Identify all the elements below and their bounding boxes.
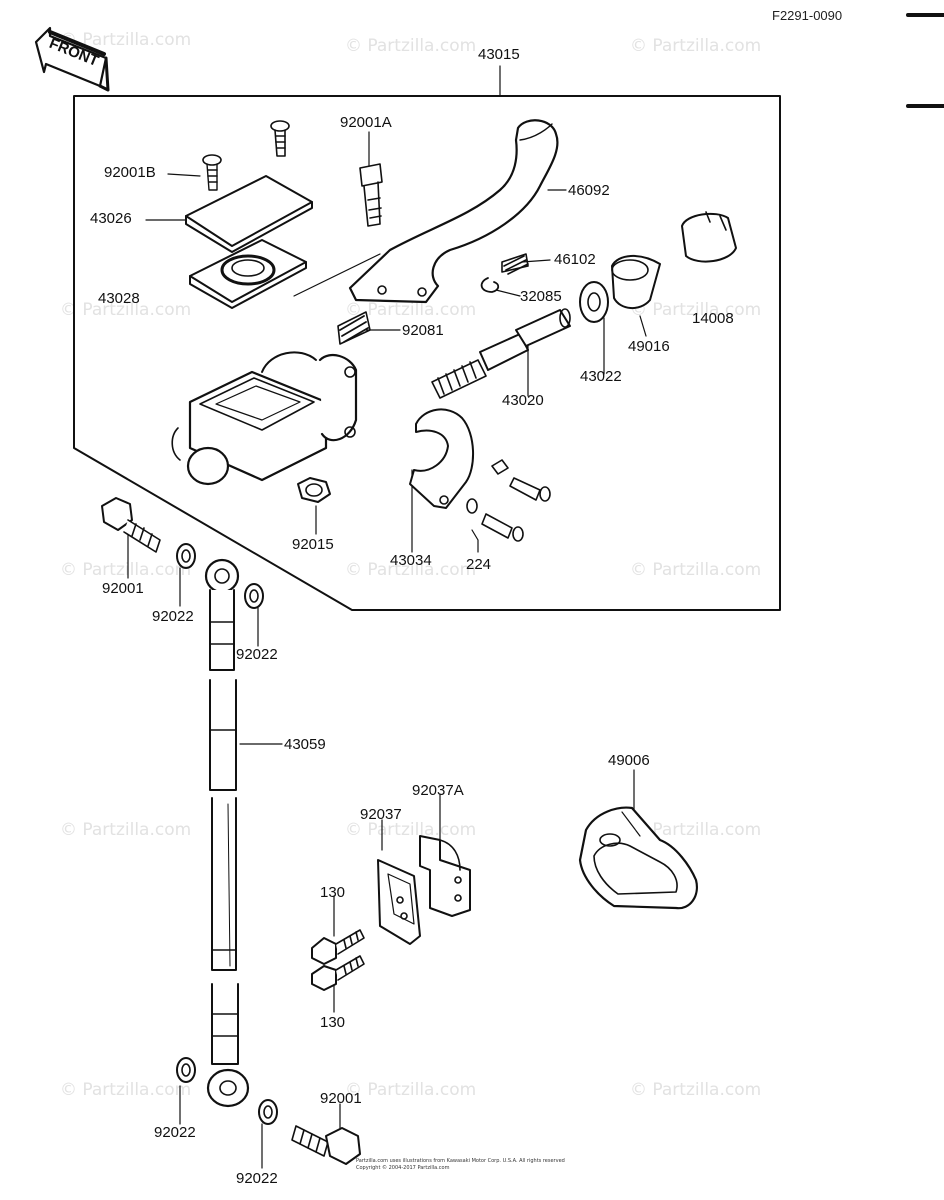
copyright-line: Partzilla.com uses illustrations from Ka… (356, 1158, 565, 1164)
lever-46092 (348, 119, 559, 304)
watermark: © Partzilla.com (60, 30, 192, 50)
bolt-224-b (466, 498, 524, 542)
assembly-outline (73, 95, 781, 611)
diaphragm-43028 (189, 239, 307, 309)
part-label: 92001 (320, 1090, 362, 1107)
part-label: 92022 (152, 608, 194, 625)
washer-92022-c (176, 1057, 196, 1083)
bolt-224-a (491, 459, 551, 502)
bolt-130-a (311, 929, 365, 965)
copyright-notice: Partzilla.com uses illustrations from Ka… (356, 1158, 636, 1172)
banjo-bolt-92001-top (101, 497, 161, 553)
part-label: 43059 (284, 736, 326, 753)
part-label: 49016 (628, 338, 670, 355)
cover-49006 (578, 806, 698, 910)
part-label: 43015 (478, 46, 520, 63)
watermark: © Partzilla.com (345, 560, 477, 580)
washer-92022-a (176, 543, 196, 569)
watermark: © Partzilla.com (630, 36, 762, 56)
part-label: 32085 (520, 288, 562, 305)
part-label: 92015 (292, 536, 334, 553)
watermark: © Partzilla.com (345, 820, 477, 840)
bolt-92001a (359, 163, 383, 227)
leader-lines (127, 65, 647, 1169)
bracket-92037a (419, 835, 471, 917)
spring-46102 (501, 253, 529, 275)
spring-92081 (337, 311, 371, 345)
watermark: © Partzilla.com (630, 820, 762, 840)
screw-92001b-2 (270, 120, 290, 157)
part-label: 92037A (412, 782, 464, 799)
watermark: © Partzilla.com (60, 560, 192, 580)
watermark: © Partzilla.com (60, 820, 192, 840)
watermark: © Partzilla.com (630, 560, 762, 580)
part-label: 43026 (90, 210, 132, 227)
part-label: 43020 (502, 392, 544, 409)
part-label: 46102 (554, 251, 596, 268)
part-label: 224 (466, 556, 492, 573)
banjo-bolt-92001-bottom (291, 1125, 361, 1165)
front-arrow-icon (34, 26, 110, 92)
watermark: © Partzilla.com (630, 1080, 762, 1100)
master-cylinder-body (171, 351, 358, 486)
brake-hose-43059 (204, 558, 250, 1108)
bracket-92037 (377, 859, 421, 945)
part-label: 92037 (360, 806, 402, 823)
reservoir-cover-43026 (185, 175, 313, 253)
watermark: © Partzilla.com (345, 1080, 477, 1100)
boot-43022 (611, 255, 661, 309)
watermark: © Partzilla.com (60, 300, 192, 320)
watermark: © Partzilla.com (345, 36, 477, 56)
part-label: 43028 (98, 290, 140, 307)
watermark: © Partzilla.com (630, 300, 762, 320)
nut-92015 (297, 477, 331, 503)
part-label: 49006 (608, 752, 650, 769)
watermark: © Partzilla.com (345, 300, 477, 320)
part-label: 92022 (154, 1124, 196, 1141)
part-label: 92022 (236, 1170, 278, 1187)
part-label: 130 (320, 1014, 346, 1031)
part-label: 130 (320, 884, 346, 901)
washer-92022-d (258, 1099, 278, 1125)
screw-92001b (202, 154, 222, 191)
watermark: © Partzilla.com (60, 1080, 192, 1100)
washer-49016 (579, 281, 609, 323)
part-label: 43022 (580, 368, 622, 385)
washer-92022-b (244, 583, 264, 609)
part-label: 92022 (236, 646, 278, 663)
piston-43020 (431, 308, 571, 399)
part-label: 46092 (568, 182, 610, 199)
part-label: 14008 (692, 310, 734, 327)
dust-cover-14008 (681, 211, 737, 263)
part-label: 43034 (390, 552, 432, 569)
part-label: 92001 (102, 580, 144, 597)
part-label: 92001B (104, 164, 156, 181)
copyright-line: Copyright © 2004-2017 Partzilla.com (356, 1165, 450, 1171)
part-label: 92081 (402, 322, 444, 339)
bolt-130-b (311, 955, 365, 991)
part-label: 92001A (340, 114, 392, 131)
clip-32085 (480, 277, 500, 293)
diagram-code: F2291-0090 (772, 8, 843, 23)
clamp-43034 (409, 408, 475, 509)
